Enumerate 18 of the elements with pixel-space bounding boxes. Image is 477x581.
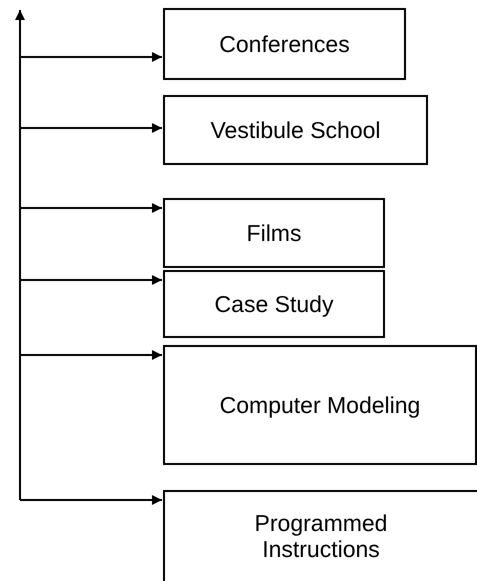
method-label: Computer Modeling [220, 392, 420, 418]
method-label: Conferences [219, 30, 350, 58]
method-box [163, 345, 477, 465]
branch-arrow [20, 52, 162, 62]
branch-arrow [20, 203, 162, 213]
branch-arrow [20, 350, 162, 360]
method-label: Programmed Instructions [254, 510, 388, 563]
branch-arrow [20, 123, 162, 133]
method-box [163, 95, 428, 165]
method-label: Vestibule School [210, 116, 381, 144]
method-box [163, 490, 477, 581]
branch-arrow [20, 495, 162, 505]
branch-arrow [20, 275, 162, 285]
method-box [163, 198, 385, 268]
method-box [163, 270, 385, 338]
method-label: Case Study [214, 290, 334, 318]
method-label: Films [246, 220, 302, 246]
method-box [163, 8, 406, 80]
